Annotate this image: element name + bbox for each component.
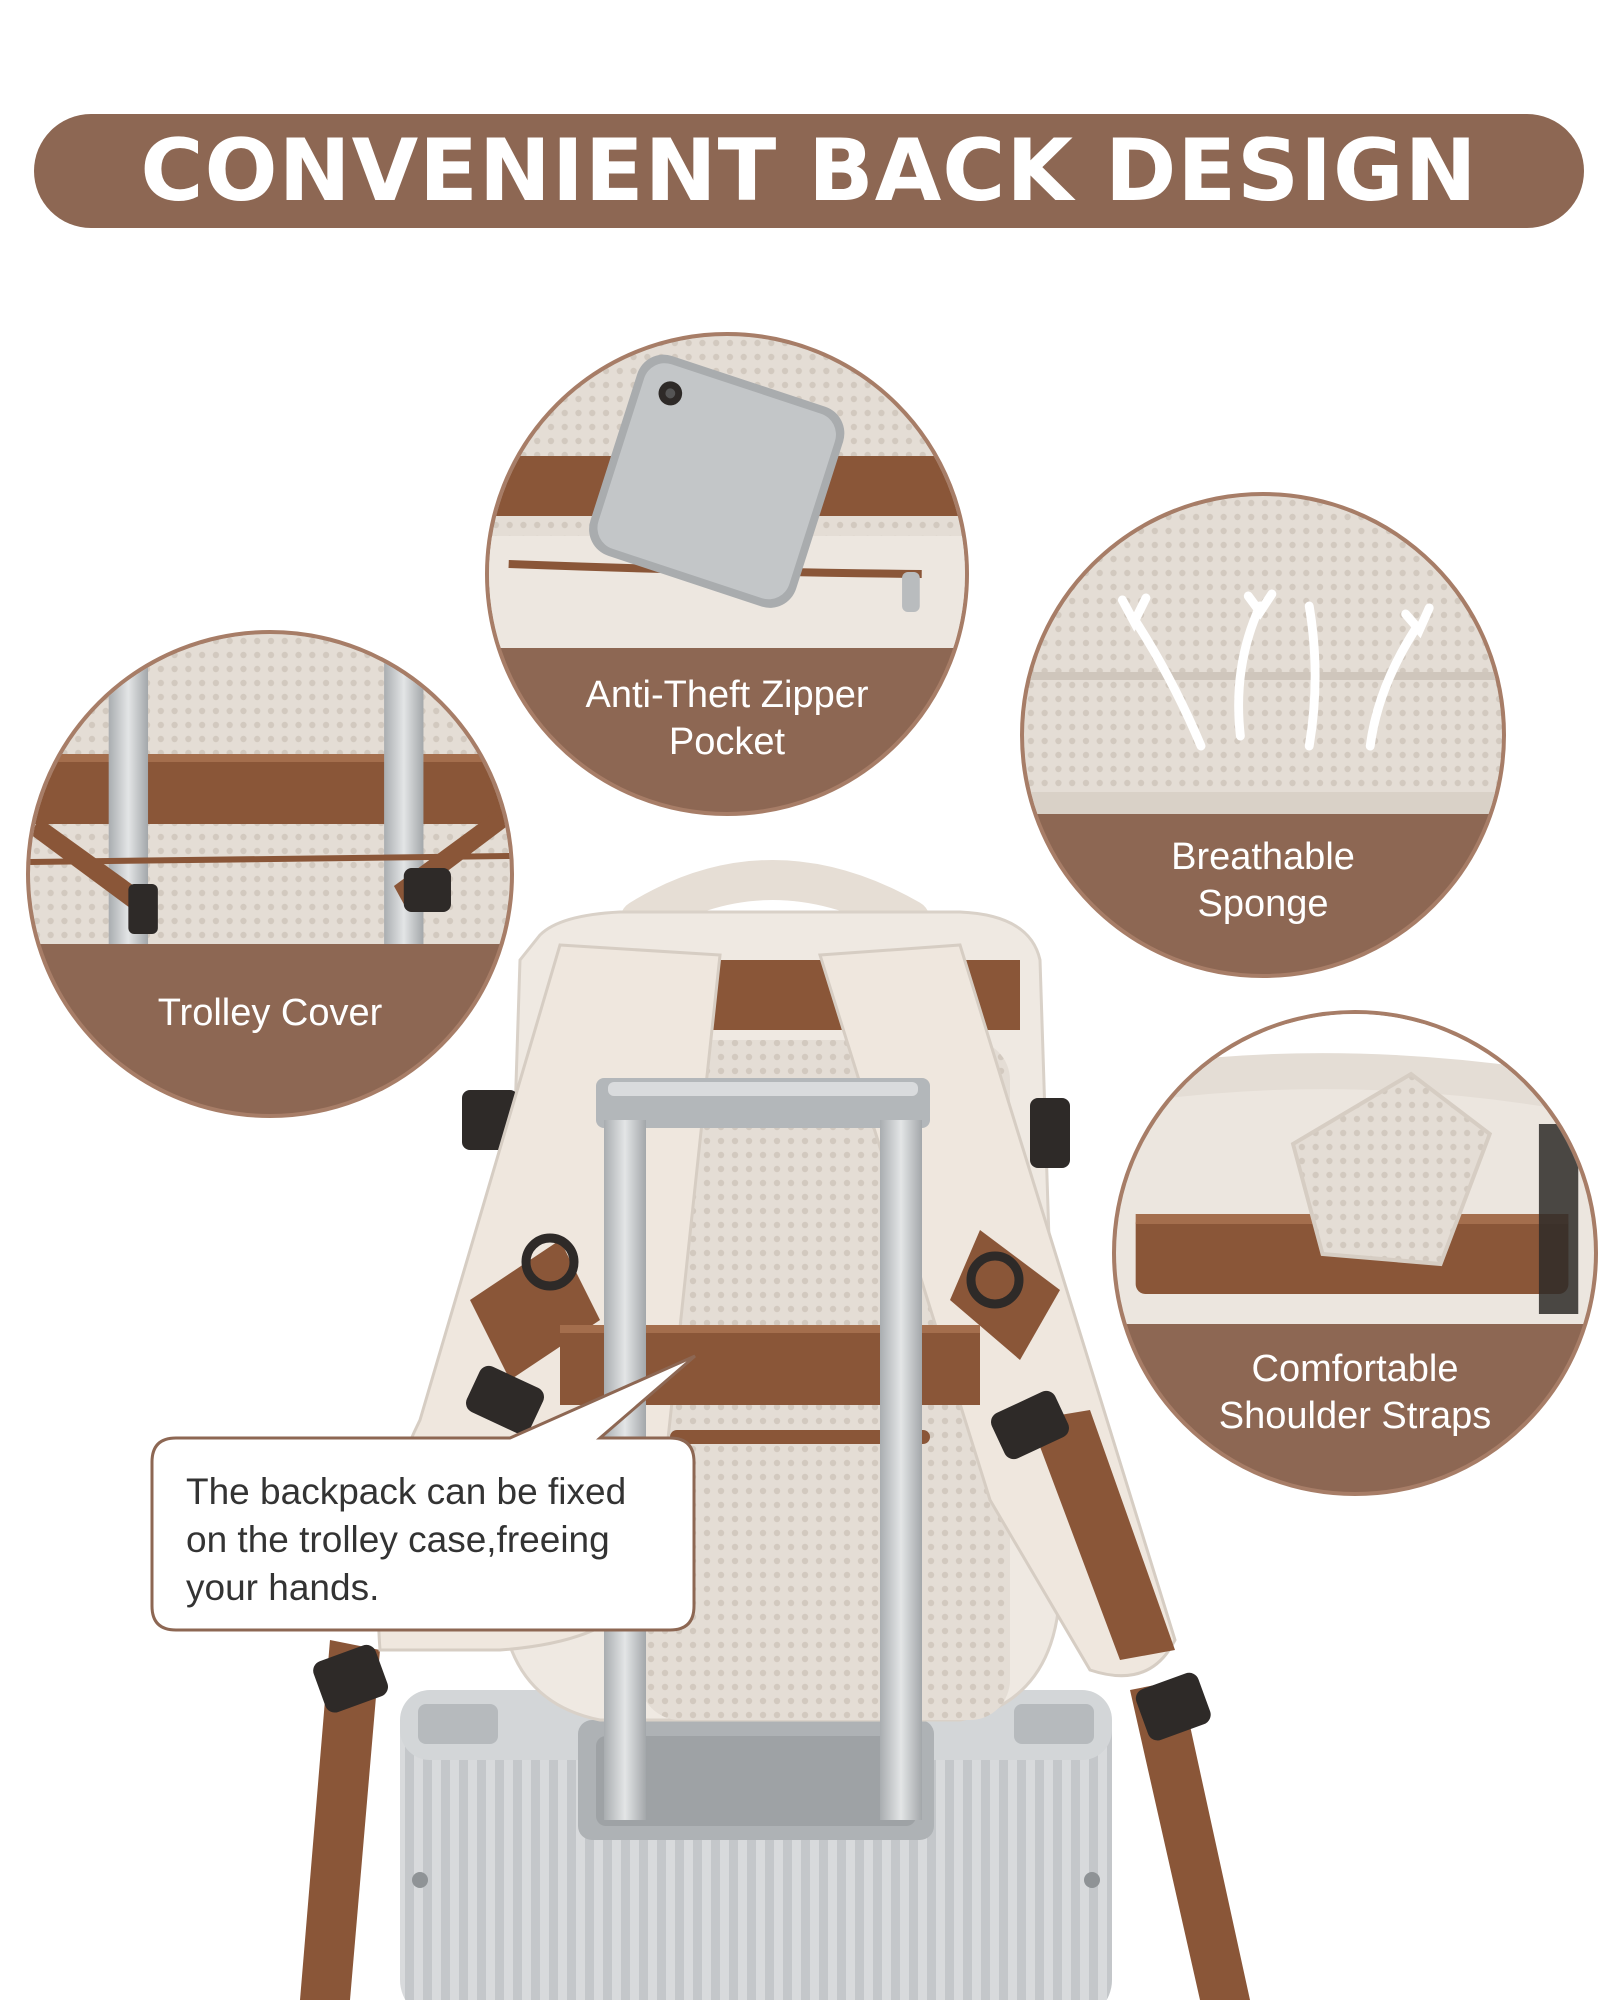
suitcase	[400, 1690, 1112, 2000]
callout-bubble: The backpack can be fixed on the trolley…	[150, 1354, 696, 1632]
feature-label: Comfortable Shoulder Straps	[1116, 1346, 1594, 1440]
feature-label-line: Pocket	[668, 721, 786, 763]
feature-label-line: Anti-Theft Zipper	[585, 674, 869, 716]
feature-label: Breathable Sponge	[1024, 834, 1502, 928]
feature-label-line: Sponge	[1197, 883, 1329, 925]
callout-line: The backpack can be fixed	[186, 1471, 627, 1512]
feature-label-line: Comfortable	[1251, 1348, 1459, 1390]
airflow-arrows-icon	[1117, 589, 1434, 751]
callout-line: on the trolley case,freeing	[186, 1519, 610, 1560]
feature-label: Trolley Cover	[30, 990, 510, 1037]
sponge-photo	[1024, 496, 1502, 814]
page-title: CONVENIENT BACK DESIGN	[140, 121, 1478, 221]
feature-anti-theft-pocket: Anti-Theft Zipper Pocket	[485, 332, 969, 816]
feature-shoulder-straps: Comfortable Shoulder Straps	[1112, 1010, 1598, 1496]
title-banner: CONVENIENT BACK DESIGN	[34, 114, 1584, 228]
callout-text: The backpack can be fixed on the trolley…	[186, 1468, 666, 1612]
feature-label-line: Breathable	[1171, 836, 1355, 878]
feature-label: Anti-Theft Zipper Pocket	[489, 672, 965, 766]
trolley-cover-photo	[30, 634, 510, 944]
zipper-pocket-photo	[489, 336, 965, 648]
feature-label-line: Shoulder Straps	[1218, 1395, 1492, 1437]
feature-label-line: Trolley Cover	[157, 992, 383, 1034]
shoulder-straps-photo	[1116, 1014, 1594, 1324]
callout-line: your hands.	[186, 1567, 380, 1608]
speech-bubble-shape	[150, 1354, 696, 1632]
feature-trolley-cover: Trolley Cover	[26, 630, 514, 1118]
feature-breathable-sponge: Breathable Sponge	[1020, 492, 1506, 978]
